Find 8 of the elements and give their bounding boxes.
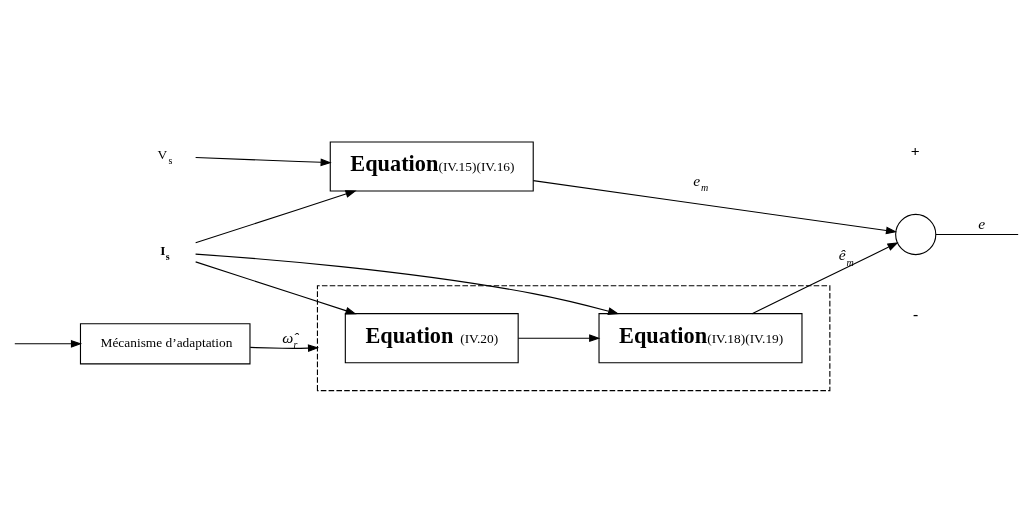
edge-label: e$_{m}$ (693, 171, 709, 194)
edge-label: ê$_{m}$ (838, 246, 854, 268)
label: - (912, 304, 919, 322)
edge-label: e (978, 215, 986, 233)
label: + (910, 142, 920, 160)
edge-label: ω̂$_{r}$ (282, 328, 298, 351)
node-text: V$_{s}$ (157, 146, 173, 167)
node-text: I$_{s}$ (160, 242, 170, 263)
